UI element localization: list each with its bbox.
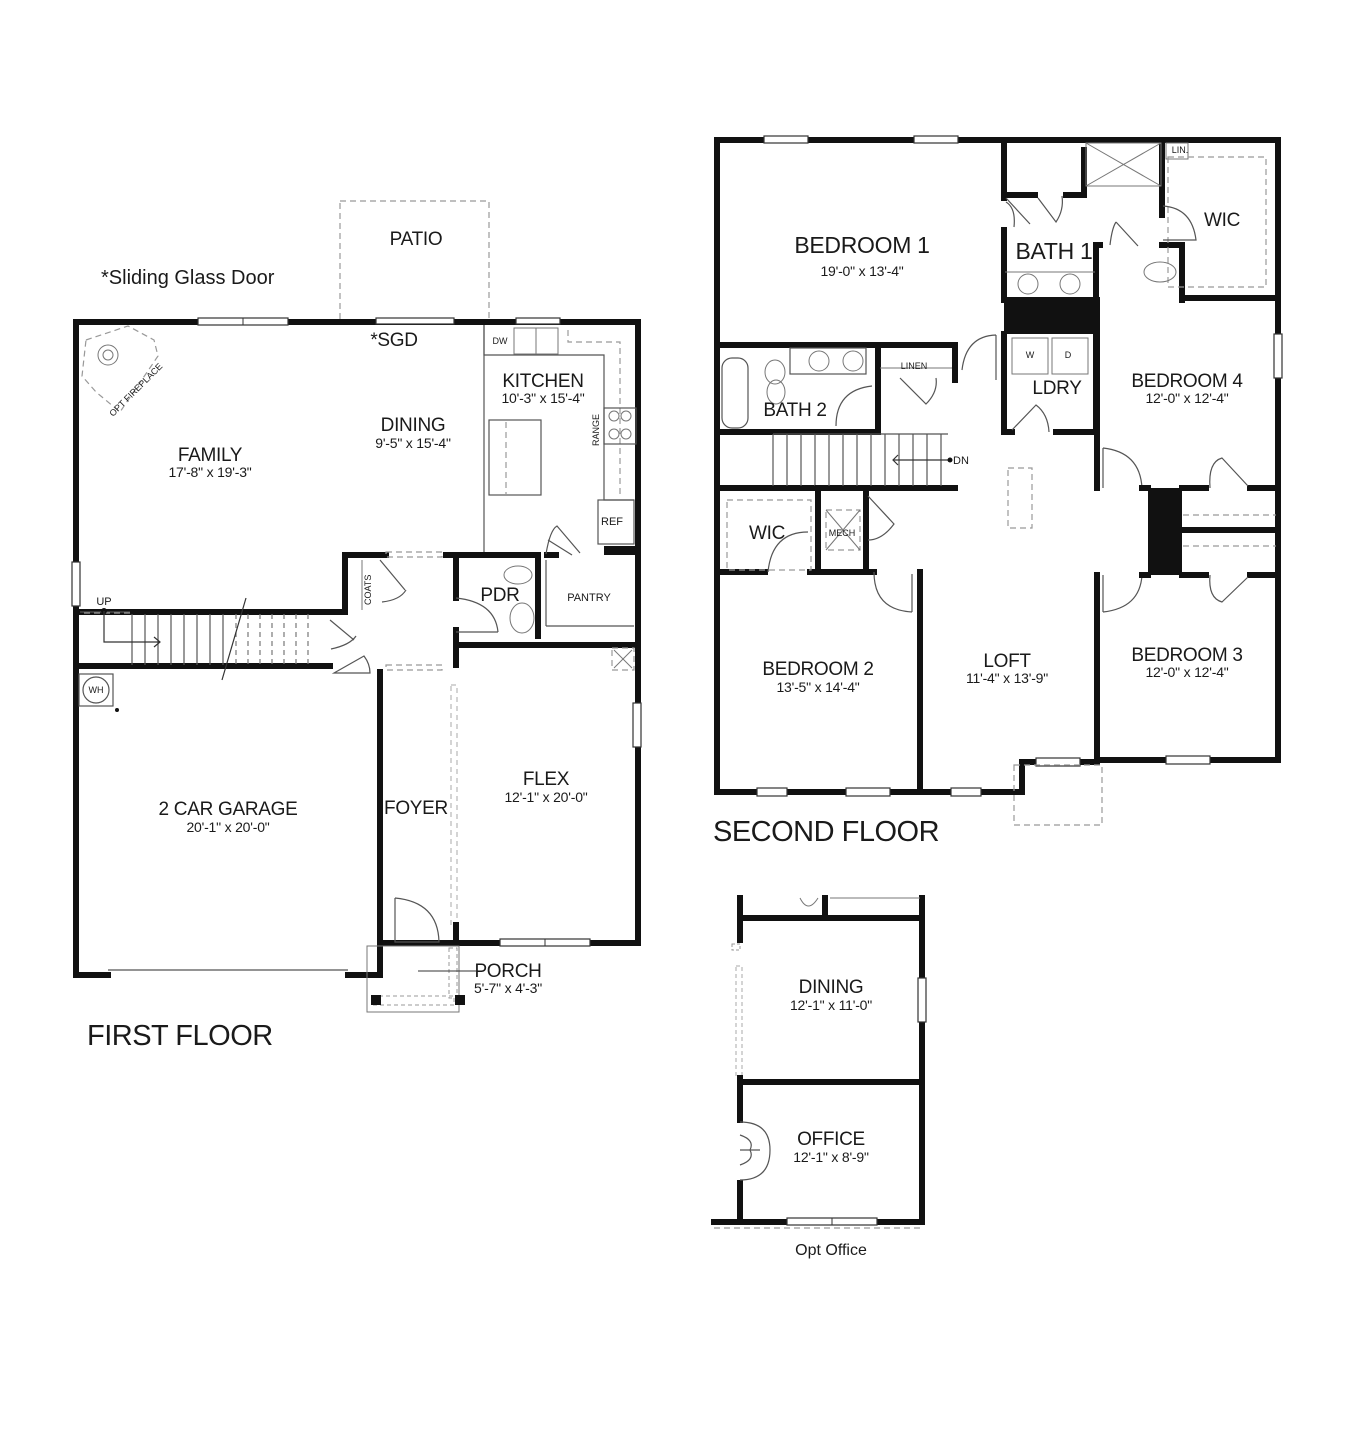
wic-2-label: WIC bbox=[748, 523, 786, 544]
patio-outline bbox=[339, 200, 490, 322]
dining-room-dims: 9'-5" x 15'-4" bbox=[375, 435, 451, 451]
flex-room-dims: 12'-1" x 20'-0" bbox=[504, 789, 588, 805]
dishwasher-label: DW bbox=[492, 336, 508, 346]
opt-dining-dims: 12'-1" x 11'-0" bbox=[789, 997, 873, 1013]
first-floor-title: FIRST FLOOR bbox=[87, 1020, 273, 1052]
porch-dims: 5'-7" x 4'-3" bbox=[474, 980, 542, 996]
bath-2-label: BATH 2 bbox=[763, 400, 827, 421]
washer-label: W bbox=[1025, 350, 1035, 360]
opt-office-dims: 12'-1" x 8'-9" bbox=[793, 1149, 869, 1165]
refrigerator bbox=[597, 499, 635, 545]
coats-closet-label: COATS bbox=[363, 574, 373, 605]
second-floor-plan bbox=[714, 135, 1283, 826]
first-floor-stairs bbox=[80, 597, 309, 681]
window bbox=[515, 317, 561, 325]
second-floor-title: SECOND FLOOR bbox=[713, 816, 940, 848]
dining-room-name: DINING bbox=[380, 415, 446, 436]
family-room-name: FAMILY bbox=[177, 445, 243, 466]
wic-1-label: WIC bbox=[1203, 210, 1241, 231]
window bbox=[71, 561, 81, 607]
water-heater-label: WH bbox=[88, 685, 104, 695]
refrigerator-label: REF bbox=[601, 516, 623, 528]
opt-office-name: OFFICE bbox=[797, 1129, 865, 1150]
linen-closet-label: LIN. bbox=[1171, 145, 1189, 155]
linen-label: LINEN bbox=[900, 361, 928, 371]
bedroom-2-dims: 13'-5" x 14'-4" bbox=[776, 679, 860, 695]
garage-dims: 20'-1" x 20'-0" bbox=[186, 819, 270, 835]
loft-dims: 11'-4" x 13'-9" bbox=[965, 670, 1049, 686]
laundry-label: LDRY bbox=[1032, 378, 1082, 399]
bedroom-3-dims: 12'-0" x 12'-4" bbox=[1145, 664, 1229, 680]
kitchen-island bbox=[488, 419, 542, 496]
porch bbox=[366, 945, 476, 1013]
sliding-glass-door bbox=[375, 317, 455, 325]
kitchen-dims: 10'-3" x 15'-4" bbox=[501, 390, 585, 406]
garage-name: 2 CAR GARAGE bbox=[158, 799, 298, 820]
bedroom-4-dims: 12'-0" x 12'-4" bbox=[1145, 390, 1229, 406]
porch-name: PORCH bbox=[474, 961, 542, 982]
opt-fireplace-icon bbox=[81, 325, 159, 413]
window bbox=[632, 702, 642, 748]
bedroom-3-name: BEDROOM 3 bbox=[1131, 645, 1243, 666]
range bbox=[603, 407, 637, 445]
bath-1-label: BATH 1 bbox=[1015, 238, 1093, 264]
mech-label: MECH bbox=[828, 528, 856, 538]
kitchen-name: KITCHEN bbox=[502, 371, 584, 392]
opt-dining-name: DINING bbox=[798, 977, 864, 998]
stairs-down-label: DN bbox=[953, 455, 969, 467]
foyer-name: FOYER bbox=[384, 798, 448, 819]
bedroom-4-name: BEDROOM 4 bbox=[1131, 371, 1243, 392]
bedroom-1-name: BEDROOM 1 bbox=[794, 232, 930, 258]
family-room-dims: 17'-8" x 19'-3" bbox=[168, 464, 252, 480]
opt-office-plan bbox=[711, 895, 927, 1229]
opt-office-caption: Opt Office bbox=[795, 1242, 867, 1259]
loft-name: LOFT bbox=[983, 651, 1031, 672]
first-floor-plan bbox=[71, 200, 642, 1013]
bedroom-2-name: BEDROOM 2 bbox=[762, 659, 874, 680]
range-label: RANGE bbox=[591, 413, 601, 446]
powder-room-label: PDR bbox=[480, 585, 520, 606]
patio-label: PATIO bbox=[389, 229, 443, 250]
water-heater-icon bbox=[78, 673, 119, 712]
sliding-glass-door-note: *Sliding Glass Door bbox=[101, 267, 275, 289]
sgd-label: *SGD bbox=[370, 330, 418, 351]
bedroom-1-dims: 19'-0" x 13'-4" bbox=[820, 263, 904, 279]
stairs-up-label: UP bbox=[96, 596, 112, 608]
pantry-label: PANTRY bbox=[567, 592, 611, 604]
dryer-label: D bbox=[1064, 350, 1072, 360]
flex-room-name: FLEX bbox=[522, 769, 570, 790]
